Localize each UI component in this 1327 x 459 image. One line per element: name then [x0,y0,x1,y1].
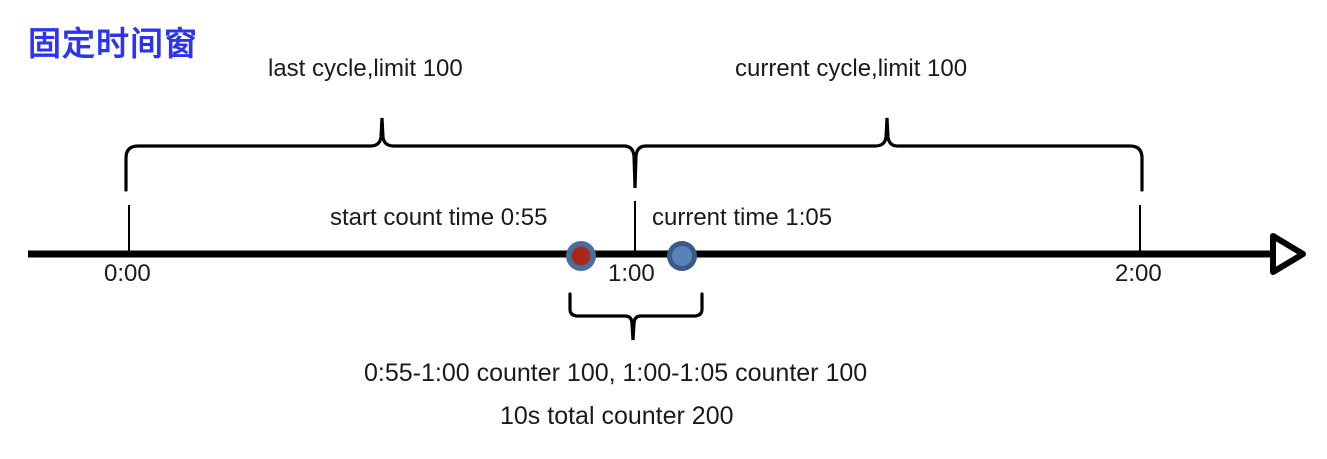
label-start-count-time: start count time 0:55 [330,204,548,231]
brace-last-cycle [124,117,396,192]
tick-label-0-00: 0:00 [104,260,151,287]
brace-counting-window [568,292,704,341]
label-current-time: current time 1:05 [652,204,833,231]
label-last-cycle: last cycle,limit 100 [268,55,463,82]
label-current-cycle: current cycle,limit 100 [735,55,968,82]
arrow-right-outline-icon [1270,233,1306,275]
page-title: 固定时间窗 [28,25,198,62]
note-total-counter: 10s total counter 200 [500,402,734,430]
tick-label-1-00: 1:00 [608,260,655,287]
brace-divider-spike [392,144,877,189]
note-counter-breakdown: 0:55-1:00 counter 100, 1:00-1:05 counter… [364,359,868,387]
current-time-marker [672,246,692,266]
tick-label-2-00: 2:00 [1115,260,1162,287]
start-count-marker [571,246,591,266]
brace-current-cycle [873,117,1144,192]
